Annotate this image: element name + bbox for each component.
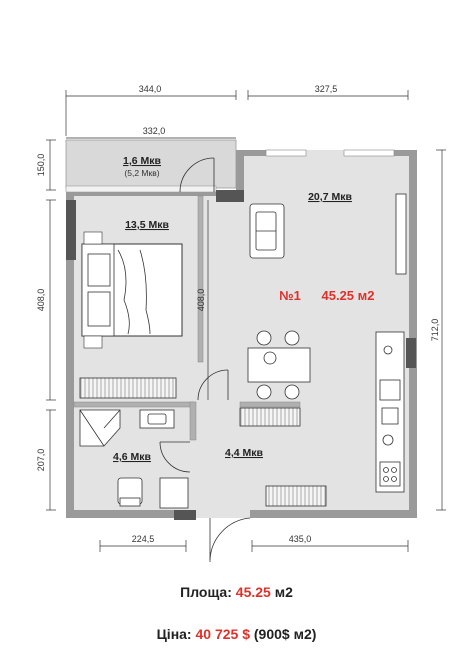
dim-inner-bedroom: 408,0	[196, 289, 206, 312]
apartment-area: 45.25 м2	[322, 288, 375, 303]
sink	[139, 409, 175, 429]
room-label-bedroom: 13,5 Мкв	[125, 219, 169, 231]
dim-bottom-right: 435,0	[289, 534, 312, 544]
dimension-lines	[46, 90, 446, 552]
bedroom-door	[197, 369, 229, 401]
floor-plan: 344,0 327,5 332,0 150,0 408,0 408,0 207,…	[36, 84, 446, 562]
tv	[395, 193, 407, 275]
room-label-living: 20,7 Мкв	[308, 191, 352, 203]
bathroom-door	[159, 441, 191, 473]
dim-top-right: 327,5	[315, 84, 338, 94]
sofa	[249, 203, 285, 259]
apartment-number: №1	[279, 288, 301, 303]
washing-machine	[159, 477, 189, 509]
balcony-door	[179, 157, 215, 193]
hall-wardrobe	[239, 407, 327, 507]
dim-right-total: 712,0	[430, 319, 440, 342]
price-value: 40 725 $	[195, 626, 251, 642]
dim-balcony-width: 332,0	[143, 126, 166, 136]
area-unit: м2	[274, 584, 293, 600]
toilet	[117, 477, 143, 507]
shower	[79, 409, 121, 447]
entrance-door	[209, 517, 251, 562]
interior-walls	[73, 195, 301, 441]
balcony-railing	[65, 185, 217, 193]
dim-bottom-left: 224,5	[132, 534, 155, 544]
bed	[81, 231, 183, 349]
room-label-bathroom: 4,6 Мкв	[113, 451, 152, 463]
area-value: 45.25	[235, 584, 271, 600]
dim-top-left: 344,0	[139, 84, 162, 94]
living-windows	[265, 149, 395, 157]
room-label-balcony: 1,6 Мкв	[123, 155, 162, 167]
wall-columns	[66, 190, 416, 520]
price-line: Ціна: 40 725 $ (900$ м2)	[0, 626, 473, 642]
room-label-hall: 4,4 Мкв	[225, 447, 264, 459]
kitchen-counter	[375, 331, 405, 493]
price-note: (900$ м2)	[253, 626, 317, 642]
dim-balcony-height: 150,0	[36, 154, 46, 177]
dining-table	[247, 330, 311, 400]
outer-walls	[66, 150, 417, 518]
area-label: Площа:	[180, 584, 232, 600]
area-line: Площа: 45.25 м2	[0, 584, 473, 600]
bedroom-wardrobe	[79, 377, 177, 399]
price-label: Ціна:	[156, 626, 192, 642]
balcony-floor	[65, 139, 237, 189]
room-sublabel-balcony: (5,2 Мкв)	[124, 168, 159, 178]
dim-left-bath: 207,0	[36, 449, 46, 472]
dim-left-bedroom: 408,0	[36, 289, 46, 312]
